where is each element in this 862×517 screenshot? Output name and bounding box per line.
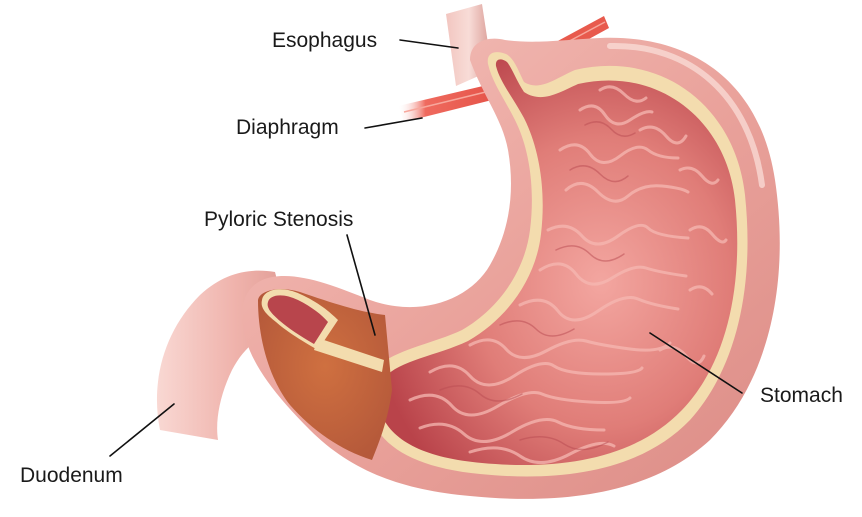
label-esophagus: Esophagus (272, 30, 377, 51)
label-pyloric-stenosis: Pyloric Stenosis (204, 209, 353, 230)
label-duodenum: Duodenum (20, 465, 123, 486)
stomach-inner-lining (379, 59, 737, 465)
label-stomach: Stomach (760, 385, 843, 406)
label-diaphragm: Diaphragm (236, 117, 339, 138)
pyloric-muscle (258, 289, 392, 460)
